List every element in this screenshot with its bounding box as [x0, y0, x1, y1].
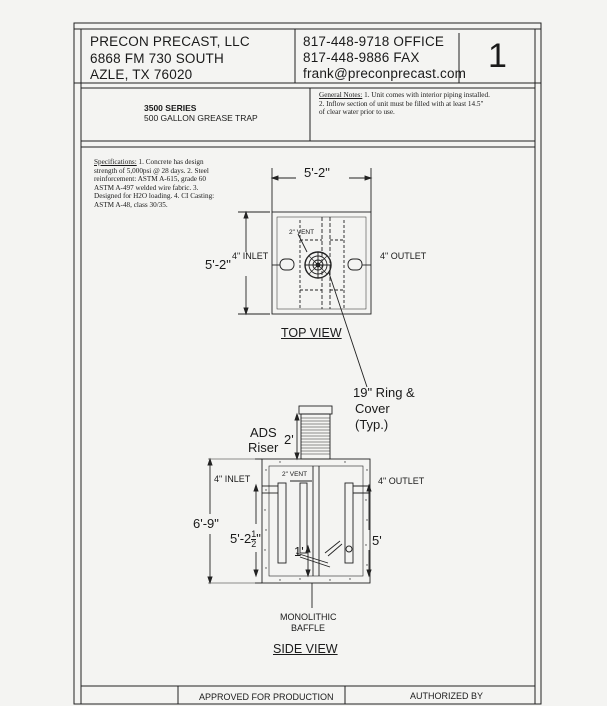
top-view-height-dimension: 5'-2" — [205, 257, 231, 272]
product-description: 500 GALLON GREASE TRAP — [144, 113, 258, 123]
top-view-vent-label: 2" VENT — [289, 229, 315, 236]
outlet-depth-dimension: 5' — [372, 533, 382, 548]
product-series: 3500 SERIES — [144, 103, 197, 113]
specifications-heading: Specifications: — [94, 158, 137, 166]
ads-riser-label-line2: Riser — [248, 440, 279, 455]
general-notes-line1: 1. Unit comes with interior piping insta… — [362, 91, 490, 99]
specifications-text: 1. Concrete has design strength of 5,000… — [94, 158, 215, 209]
general-notes: General Notes: 1. Unit comes with interi… — [319, 91, 531, 117]
email-link[interactable]: frank@preconprecast.com — [303, 66, 467, 81]
top-view-width-dimension: 5'-2" — [304, 165, 330, 180]
riser-height-dimension: 2' — [284, 432, 294, 447]
side-view-inlet-label: 4" INLET — [214, 474, 251, 484]
office-phone: 817-448-9718 OFFICE — [303, 34, 445, 49]
side-view-title: SIDE VIEW — [273, 642, 338, 656]
pipe-height-dimension: 1' — [294, 544, 304, 559]
top-view-title: TOP VIEW — [281, 326, 342, 340]
ring-cover-callout-line1: 19" Ring & — [353, 385, 415, 400]
sheet-number: 1 — [488, 37, 507, 75]
specifications-note: Specifications: 1. Concrete has design s… — [94, 158, 216, 210]
ads-riser-label-line1: ADS — [250, 425, 277, 440]
approved-for-production-label: APPROVED FOR PRODUCTION — [199, 692, 334, 702]
inlet-depth-denominator: 2 — [251, 539, 257, 549]
baffle-label-line2: BAFFLE — [291, 623, 326, 633]
ring-cover-callout-line3: (Typ.) — [355, 417, 389, 432]
general-notes-line3: of clear water prior to use. — [319, 108, 395, 117]
inlet-depth-main: 5'-2 — [230, 530, 252, 546]
company-address-line2: AZLE, TX 76020 — [90, 67, 193, 82]
inlet-depth-inch-mark: " — [256, 530, 261, 546]
baffle-label-line1: MONOLITHIC — [280, 612, 337, 622]
company-name: PRECON PRECAST, LLC — [90, 34, 250, 49]
authorized-by-label: AUTHORIZED BY — [410, 691, 484, 701]
general-notes-line2: 2. Inflow section of unit must be filled… — [319, 99, 484, 108]
overall-height-dimension: 6'-9" — [193, 516, 219, 531]
top-view-outlet-label: 4" OUTLET — [380, 251, 427, 261]
company-address-line1: 6868 FM 730 SOUTH — [90, 51, 224, 66]
side-view-vent-label: 2" VENT — [282, 471, 308, 478]
inlet-depth-numerator: 1 — [251, 529, 257, 540]
general-notes-heading: General Notes: — [319, 91, 363, 99]
top-view-inlet-label: 4" INLET — [232, 251, 269, 261]
ring-cover-callout-line2: Cover — [355, 401, 390, 416]
fax-phone: 817-448-9886 FAX — [303, 50, 420, 65]
side-view-outlet-label: 4" OUTLET — [378, 476, 425, 486]
